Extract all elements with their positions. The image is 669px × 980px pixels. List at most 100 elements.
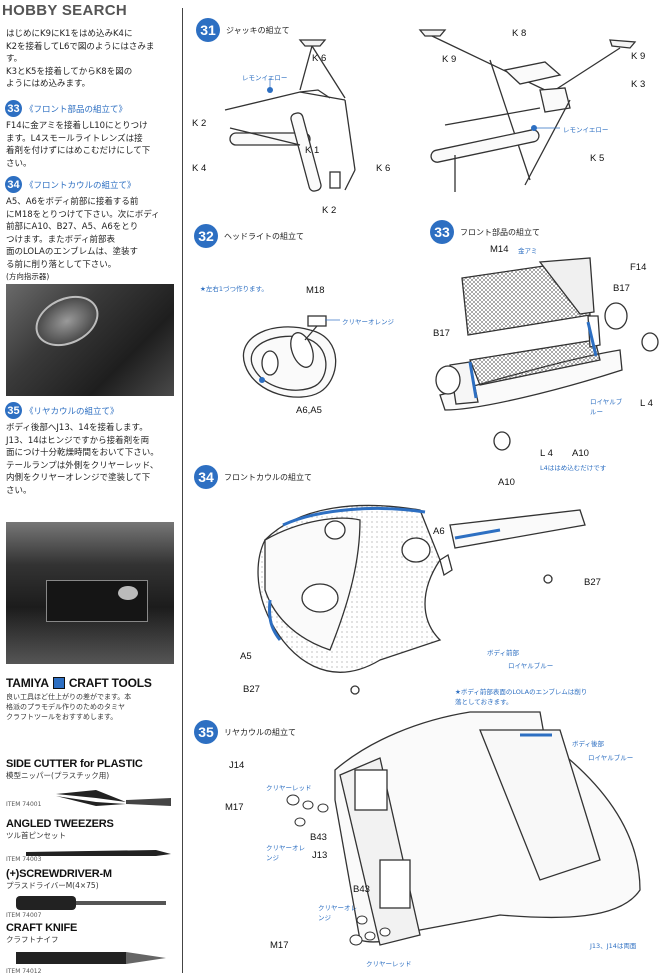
part-label-b17: B17 xyxy=(613,283,630,294)
step32-note: ★左右1づつ作ります。 xyxy=(200,285,268,293)
turn-signal-photo xyxy=(6,284,174,396)
part-label-k2: K 2 xyxy=(192,118,207,129)
tool-subtitle: クラフトナイフ xyxy=(6,935,59,944)
step31-number: 31 xyxy=(196,18,220,42)
part-label-k9: K 9 xyxy=(442,54,457,65)
paint-color-label: ロイヤルブルー xyxy=(508,662,554,670)
part-label-a6-a5: A6,A5 xyxy=(296,405,322,416)
part-label-k5: K 5 xyxy=(590,153,605,164)
tool-title: SIDE CUTTER for PLASTIC xyxy=(6,758,143,770)
tool-screwdriver: (+)SCREWDRIVER-M プラスドライバーM(4×75) ITEM 74… xyxy=(6,868,176,920)
tool-subtitle: プラスドライバーM(4×75) xyxy=(6,881,99,890)
part-label-a6: A6 xyxy=(433,526,445,537)
paint-color-label: クリヤーオレンジ xyxy=(342,318,394,326)
part-label-k4: K 4 xyxy=(192,163,207,174)
step32-number: 32 xyxy=(194,224,218,248)
part-label-b43: B43 xyxy=(353,884,370,895)
part-label-b27: B27 xyxy=(243,684,260,695)
step34-title: フロントカウルの組立て xyxy=(224,472,312,482)
part-label-f14: F14 xyxy=(630,262,647,273)
tamiya-star-icon xyxy=(52,677,65,689)
tool-subtitle: 模型ニッパー(プラスチック用) xyxy=(6,771,110,780)
intro-text: はじめにK9にK1をはめ込みK4に K2を接着してL6で図のようにはさみま す。… xyxy=(6,28,174,91)
part-label-k9: K 9 xyxy=(631,51,646,62)
turn-signal-caption: (方向指示器) xyxy=(6,272,50,281)
part-label-k6: K 6 xyxy=(376,163,391,174)
rear-cowl-photo xyxy=(6,522,174,664)
sec33-header: 33 《フロント部品の組立て》 xyxy=(5,100,127,117)
tool-subtitle: ツル首ピンセット xyxy=(6,831,66,840)
hobbysearch-watermark: HOBBY SEARCH xyxy=(2,2,128,19)
tool-side-cutter: SIDE CUTTER for PLASTIC 模型ニッパー(プラスチック用) … xyxy=(6,758,176,810)
tool-item-code: ITEM 74003 xyxy=(6,856,42,863)
screwdriver-icon xyxy=(16,896,166,910)
part-label-j13: J13 xyxy=(312,850,328,861)
step33-header: 33 フロント部品の組立て xyxy=(430,220,540,244)
paint-color-label: ロイヤルブルー xyxy=(588,754,634,762)
part-label-k8: K 8 xyxy=(512,28,527,39)
desc-line: 格派のプラモデル作りのためのタミヤ xyxy=(6,703,125,711)
part-label-m17: M17 xyxy=(225,802,244,813)
text-line: さい。 xyxy=(6,158,32,169)
paint-color-label: クリヤーオレンジ xyxy=(318,904,357,922)
text-line: F14に金アミを接着しL10にとりつけ xyxy=(6,121,148,131)
text-line: つけます。またボディ前部表 xyxy=(6,234,116,245)
part-label-a10: A10 xyxy=(572,448,589,459)
text-line: ボディ後部へJ13、14を接着します。 xyxy=(6,423,148,433)
sec34-title: 《フロントカウルの組立て》 xyxy=(25,180,136,191)
tool-angled-tweezers: ANGLED TWEEZERS ツル首ピンセット ITEM 74003 xyxy=(6,818,176,868)
step34-note: ★ボディ前部表面のLOLAのエンブレムは削り 落としておきます。 xyxy=(455,686,587,706)
part-label-b27: B27 xyxy=(584,577,601,588)
left-column: はじめにK9にK1をはめ込みK4に K2を接着してL6で図のようにはさみま す。… xyxy=(0,0,178,980)
part-label-m14: M14 xyxy=(490,244,509,255)
mesh-note: 金アミ xyxy=(518,247,538,255)
tamiya-logo: TAMIYA xyxy=(6,676,49,690)
text-line: 着剤を付けずにはめこむだけにして下 xyxy=(6,146,151,156)
tool-title: ANGLED TWEEZERS xyxy=(6,818,114,830)
sec35-number: 35 xyxy=(5,402,22,419)
intro-line: K2を接着してL6で図のようにはさみま xyxy=(6,41,155,52)
part-label-j14: J14 xyxy=(229,760,245,771)
paint-color-label: レモンイエロー xyxy=(563,126,609,134)
part-label-a5: A5 xyxy=(240,651,252,662)
part-label-b43: B43 xyxy=(310,832,327,843)
part-label-l4: L 4 xyxy=(540,448,553,459)
desc-line: クラフトツールをおすすめします。 xyxy=(6,713,118,721)
column-divider xyxy=(182,8,183,973)
sec34-text: A5、A6をボディ前部に接着する前 にM18をとりつけて下さい。次にボディ 前部… xyxy=(6,196,174,271)
sec33-number: 33 xyxy=(5,100,22,117)
text-line: 前部にA10、B27、A5、A6をとり xyxy=(6,222,139,232)
body-rear-label: ボディ後部 xyxy=(572,740,605,748)
step31-title: ジャッキの組立て xyxy=(226,25,290,35)
part-label-m18: M18 xyxy=(306,285,325,296)
text-line: A5、A6をボディ前部に接着する前 xyxy=(6,197,139,207)
intro-line: す。 xyxy=(6,54,23,64)
text-line: る前に削り落として下さい。 xyxy=(6,259,117,270)
part-label-k6: K 6 xyxy=(312,53,327,64)
text-line: テールランプは外側をクリヤーレッド、 xyxy=(6,460,159,471)
step35-header: 35 リヤカウルの組立て xyxy=(194,720,296,744)
part-label-m17: M17 xyxy=(270,940,289,951)
tweezers-icon xyxy=(26,850,171,856)
part-label-l4: L 4 xyxy=(640,398,653,409)
tool-title: CRAFT KNIFE xyxy=(6,922,78,934)
craft-tools-panel: TAMIYA CRAFT TOOLS 良い工具ほど仕上がりの差がでます。本 格派… xyxy=(6,676,176,722)
paint-color-label: レモンイエロー xyxy=(242,74,288,82)
step33-number: 33 xyxy=(430,220,454,244)
step35-title: リヤカウルの組立て xyxy=(224,727,296,737)
text-line: J13、14はヒンジですから接着剤を両 xyxy=(6,435,150,446)
sec33-title: 《フロント部品の組立て》 xyxy=(25,104,128,115)
paint-color-label: クリヤーオレンジ xyxy=(266,844,305,862)
text-line: さい。 xyxy=(6,485,32,496)
step32-header: 32 ヘッドライトの組立て xyxy=(194,224,304,248)
paint-color-label: クリヤーレッド xyxy=(266,784,312,792)
body-front-label: ボディ前部 xyxy=(487,649,520,657)
note-line: ★ボディ前部表面のLOLAのエンブレムは削り xyxy=(455,688,588,696)
sec35-title: 《リヤカウルの組立て》 xyxy=(25,406,119,417)
part-label-k1: K 1 xyxy=(305,145,320,156)
step32-title: ヘッドライトの組立て xyxy=(224,231,304,241)
note-line: 落としておきます。 xyxy=(455,698,513,706)
step35-number: 35 xyxy=(194,720,218,744)
part-label-b17: B17 xyxy=(433,328,450,339)
nipper-icon xyxy=(56,790,171,806)
